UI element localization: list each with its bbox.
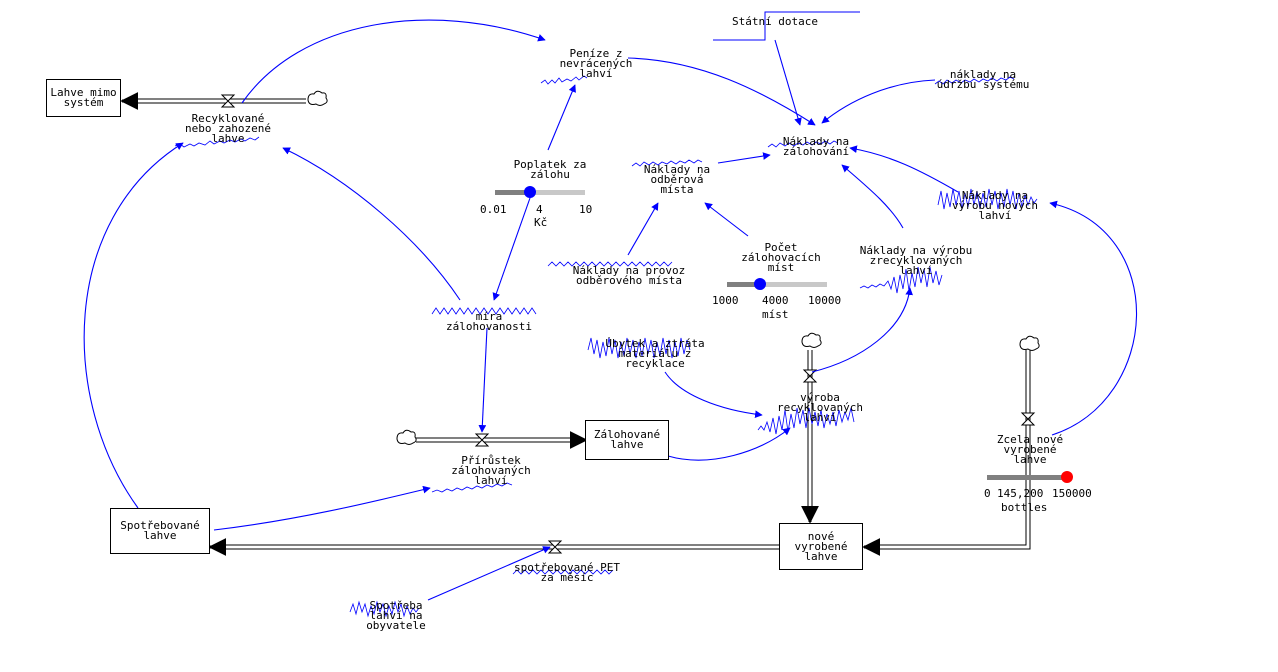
slider-zcela-fill [987, 475, 1067, 480]
arrow-zalohovane-vyroba [667, 427, 791, 461]
arrow-vyroba-zrecykl [811, 287, 913, 373]
arrow-poplatek-mira [492, 197, 531, 301]
flow-vyroba-recykl-label: výroba recyklovaných lahví [776, 391, 864, 424]
var-naklady-zrecykl: Náklady na výrobu zrecyklovaných lahví [859, 244, 973, 277]
slider-poplatek-knob[interactable] [524, 186, 537, 198]
slider-pocet-max: 10000 [808, 294, 842, 307]
var-penize: Peníze z nevrácených lahví [559, 47, 633, 80]
slider-poplatek[interactable] [495, 186, 585, 198]
frame-line [713, 11, 860, 41]
pipe-vyroba [801, 350, 819, 524]
stock-nove[interactable]: nové vyrobené lahve [779, 523, 863, 570]
slider-poplatek-unit: Kč [534, 216, 548, 229]
arrow-poplatek-penize [547, 84, 576, 151]
var-mira: míra zálohovanosti [445, 310, 533, 333]
pipe-recyklovane [120, 92, 306, 110]
var-naklady-provoz: Náklady na provoz odběrového místa [572, 264, 686, 287]
arrow-penize-naklady [627, 57, 816, 126]
arrow-udrzba-naklady [821, 79, 936, 124]
flow-recyklovane-label: Recyklované nebo zahozené lahve [184, 112, 272, 145]
slider-zcela-knob[interactable] [1060, 471, 1073, 483]
var-naklady-udrzba: náklady na údržbu systému [936, 68, 1030, 91]
slider-zcela-max: 150000 [1052, 487, 1092, 500]
slider-pocet-unit: míst [762, 308, 789, 321]
slider-pocet-label: Počet zálohovacích míst [741, 241, 821, 274]
slider-poplatek-label: Poplatek za zálohu [513, 158, 587, 181]
cloud-icon [307, 90, 1040, 445]
arrow-mira-recykl [282, 147, 461, 301]
flow-zcela-nove-label: Zcela nové vyrobené lahve [996, 433, 1064, 466]
var-naklady-odberova: Náklady na odběrová místa [643, 163, 711, 196]
stock-zalohovane[interactable]: Zálohované lahve [585, 420, 669, 460]
valve-icon [220, 94, 1036, 554]
slider-poplatek-value: 4 [536, 203, 543, 216]
arrow-pocet-odberova [704, 202, 749, 237]
arrow-zrecykl-naklady [841, 164, 904, 229]
slider-pocet-fill [727, 282, 760, 287]
arrow-spotreb-recykl [83, 142, 184, 509]
pipe-prirustek [416, 431, 588, 449]
arrow-dotace-naklady [774, 39, 802, 126]
pipe-spotreba [208, 538, 780, 556]
slider-zcela-value: 145,200 [997, 487, 1044, 500]
arrow-spotreb-prirustek [213, 485, 431, 531]
arrow-odberova-naklady [717, 152, 771, 164]
arrow-ubytek-vyroba [664, 371, 763, 419]
flow-spotrebovane-pet-label: spotřebované PET za měsíc [514, 561, 620, 584]
slider-poplatek-fill [495, 190, 531, 195]
flow-prirustek-label: Přírůstek zálohovaných lahví [451, 454, 531, 487]
slider-pocet-min: 1000 [712, 294, 739, 307]
arrow-novych-naklady [849, 145, 959, 193]
slider-pocet-value: 4000 [762, 294, 789, 307]
slider-poplatek-max: 10 [579, 203, 593, 216]
var-statni-dotace: Státní dotace [731, 15, 819, 28]
var-naklady-novych: Náklady na výrobu nových lahví [951, 189, 1039, 222]
arrow-spotreba-pet [427, 546, 551, 601]
slider-zcela-min: 0 [984, 487, 991, 500]
var-ubytek: Úbytek a ztráta materiálu z recyklace [605, 337, 705, 370]
arrow-mira-prirustek [478, 327, 488, 433]
arrow-recykl-penize [241, 19, 546, 104]
slider-pocet[interactable] [727, 278, 827, 290]
var-spotreba: Spotřeba lahví na obyvatele [366, 599, 426, 632]
arrow-provoz-odberova [627, 202, 659, 256]
var-naklady-zalohovani: Náklady na zálohování [782, 135, 850, 158]
stock-lahve-mimo[interactable]: Lahve mimo systém [46, 79, 121, 117]
arrow-zcela-novych [1049, 200, 1137, 436]
slider-poplatek-min: 0.01 [480, 203, 507, 216]
stock-spotrebovane[interactable]: Spotřebované lahve [110, 508, 210, 554]
slider-zcela-unit: bottles [1001, 501, 1048, 514]
slider-pocet-knob[interactable] [754, 278, 766, 290]
slider-zcela[interactable] [987, 471, 1073, 483]
